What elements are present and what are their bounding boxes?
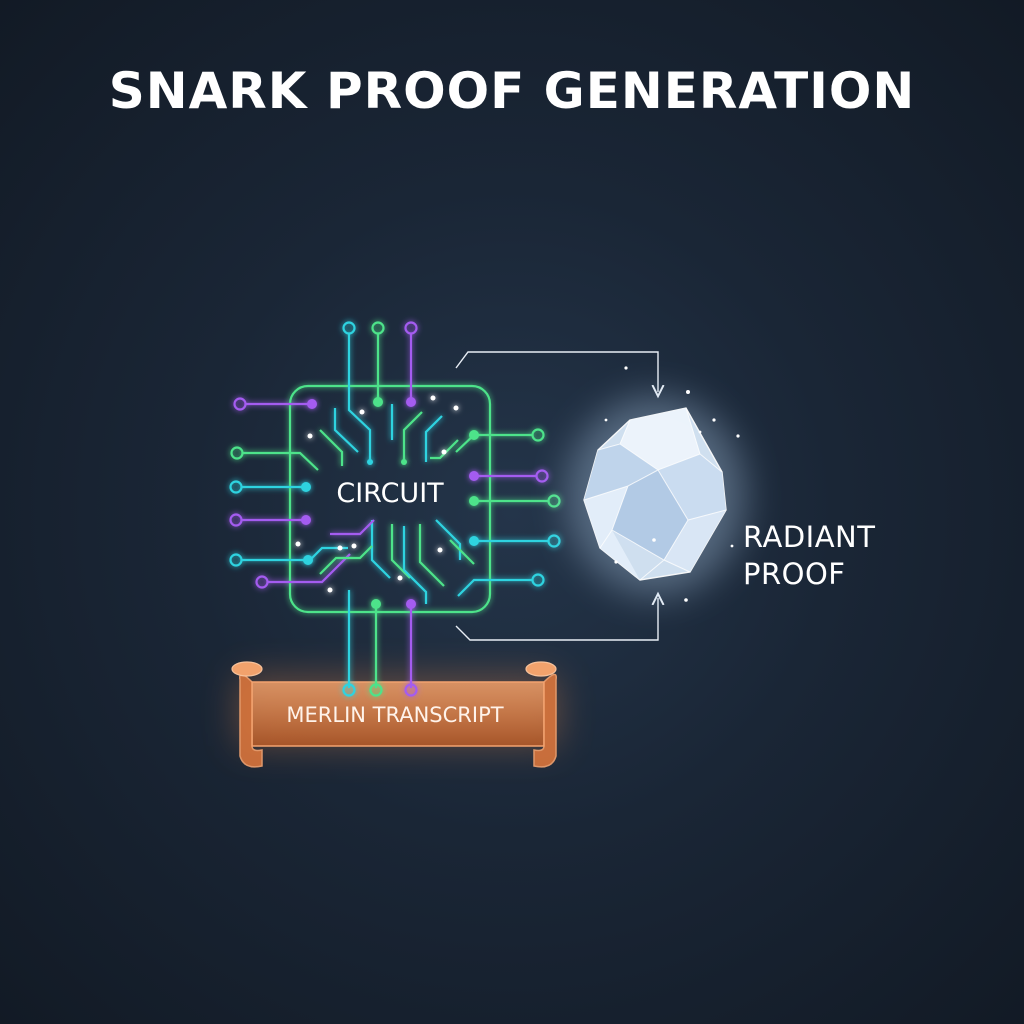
page-title: SNARK PROOF GENERATION: [108, 62, 916, 120]
flow-arrows: [455, 351, 658, 641]
arrow-bottom: [455, 598, 658, 641]
proof-label-line1: RADIANT: [743, 520, 876, 554]
transcript-label: MERLIN TRANSCRIPT: [286, 703, 504, 727]
circuit-label: CIRCUIT: [336, 478, 444, 509]
transcript-scroll: [231, 661, 558, 768]
circuit-chip: [229, 321, 561, 697]
arrow-top: [455, 351, 658, 392]
proof-label-line2: PROOF: [743, 557, 846, 591]
circuit-nodes: [295, 395, 479, 609]
crystal-icon: [566, 366, 746, 602]
